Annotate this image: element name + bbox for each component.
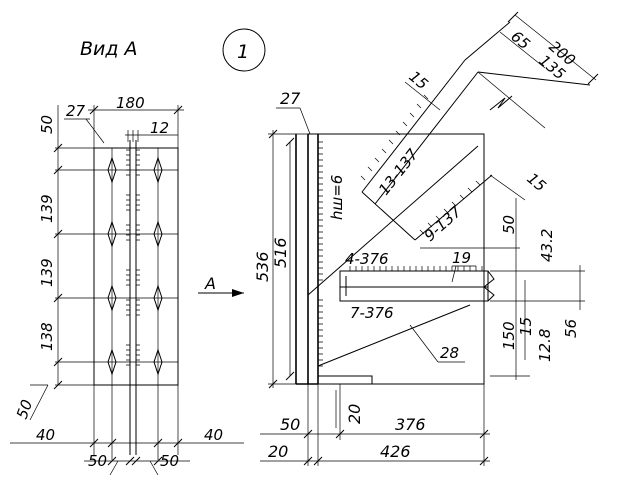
dim-20-vertical: 20: [345, 404, 364, 424]
dim-bottom-40-left: 40: [36, 426, 55, 444]
dim-15-top: 15: [405, 67, 431, 93]
dim-426: 426: [380, 442, 411, 461]
dim-15-low: 15: [517, 317, 535, 336]
dim-376: 376: [395, 415, 426, 434]
dim-left-139-a: 139: [38, 194, 56, 223]
weld-note: hш=6: [328, 175, 346, 220]
dim-12-8: 12.8: [536, 329, 554, 362]
view-arrow-label: A: [204, 274, 216, 293]
leader-27-right: 27: [280, 89, 301, 108]
weld-hatches-left: [126, 130, 140, 366]
dim-50-right: 50: [500, 215, 518, 234]
weld-13-137: 13-137: [375, 145, 422, 198]
weld-7-376: 7-376: [350, 304, 394, 322]
dim-bottom-50-left: 50: [88, 452, 107, 470]
leader-27-left: 27: [66, 102, 86, 120]
dim-43-2: 43.2: [538, 229, 556, 262]
dim-65: 65: [507, 27, 533, 53]
horizontal-member: [339, 270, 489, 302]
view-title: Вид А: [80, 38, 138, 60]
dim-12: 12: [150, 119, 169, 137]
weld-9-137: 9-137: [421, 202, 466, 245]
left-view: 180 12 27 50 139 139 138 50 40: [10, 94, 244, 476]
dim-150: 150: [500, 321, 518, 350]
dim-516: 516: [271, 237, 290, 268]
sheet-number: 1: [237, 41, 249, 63]
weld-comb-vertical: [318, 141, 323, 367]
dim-50-bottom: 50: [280, 415, 300, 434]
dim-left-50-bottom: 50: [13, 397, 36, 421]
sheet-number-circle: 1: [222, 28, 266, 72]
weld-comb-horizontal: [349, 266, 483, 271]
dim-180: 180: [116, 94, 145, 112]
weld-4-376: 4-376: [345, 250, 389, 268]
dim-bottom-50-right: 50: [160, 452, 179, 470]
leader-19: 19: [452, 249, 471, 267]
view-arrow: A: [198, 274, 244, 297]
dim-left-139-b: 139: [38, 258, 56, 287]
dim-20-bottom: 20: [268, 442, 288, 461]
dim-left-50-top: 50: [38, 115, 56, 134]
dim-536: 536: [253, 251, 272, 282]
dim-15-mid: 15: [523, 169, 549, 195]
weld-comb-diagonal: [360, 94, 481, 235]
dim-56: 56: [562, 319, 580, 338]
bolt-symbols: [107, 156, 163, 376]
right-view: 536 516 hш=6 27 13-137 9-137 4-376 7-376…: [253, 11, 599, 466]
dim-left-138: 138: [38, 322, 56, 351]
dim-bottom-40-right: 40: [204, 426, 223, 444]
leader-28: 28: [440, 344, 459, 362]
